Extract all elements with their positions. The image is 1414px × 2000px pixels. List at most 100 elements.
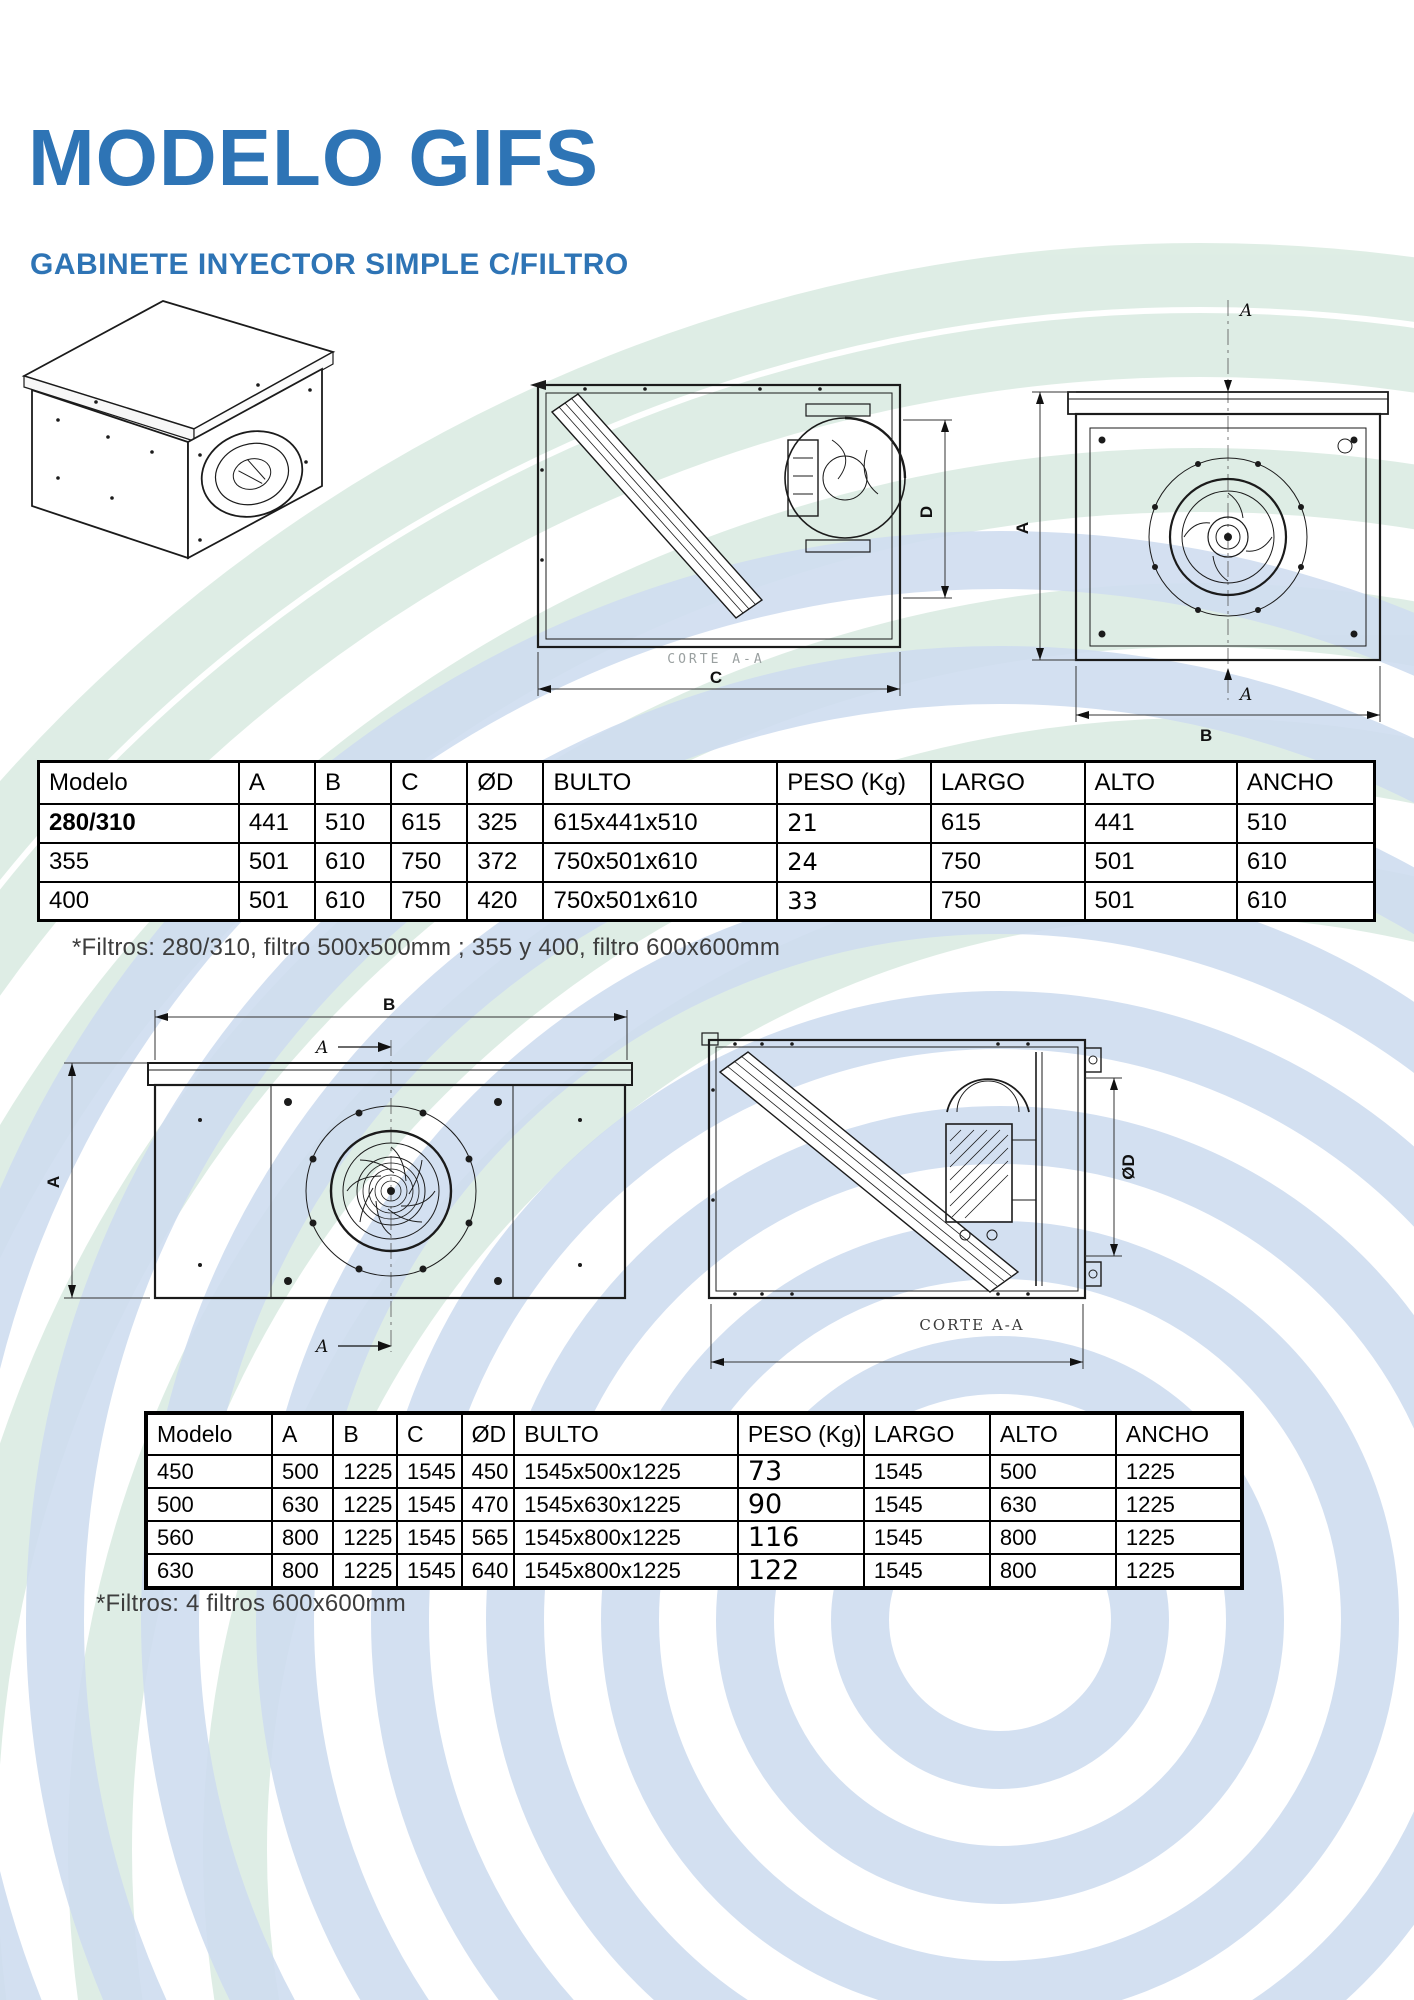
column-header: Modelo — [144, 1412, 274, 1456]
column-header: PESO (Kg) — [736, 1412, 865, 1456]
table-cell: 750x501x610 — [542, 880, 779, 922]
table-cell: 615 — [390, 802, 469, 844]
table-cell: 630 — [988, 1487, 1117, 1522]
table-cell: 610 — [314, 880, 393, 922]
table-cell: 1225 — [332, 1454, 398, 1489]
table-cell: 500 — [271, 1454, 335, 1489]
table-cell: 560 — [144, 1520, 274, 1555]
fan-circle — [305, 1105, 477, 1277]
rivet-dots — [711, 1042, 1030, 1296]
column-header: BULTO — [542, 760, 779, 805]
table-cell: 122 — [736, 1553, 865, 1589]
table-cell: 750 — [929, 880, 1086, 922]
table-cell: 501 — [237, 880, 317, 922]
table-cell: 1545 — [395, 1553, 463, 1589]
section-a-label: A — [1238, 685, 1252, 705]
table-cell: 1225 — [1114, 1520, 1244, 1555]
table-cell: 1545 — [862, 1553, 991, 1589]
page-title: MODELO GIFS — [28, 113, 599, 202]
dimension-a: A — [45, 1062, 150, 1299]
fan-assembly — [945, 1052, 1043, 1286]
column-header: A — [271, 1412, 335, 1456]
table-cell: 1545x500x1225 — [513, 1454, 739, 1489]
section-marker-top: A — [314, 1038, 392, 1058]
table-cell: 420 — [466, 880, 545, 922]
rivet-dots — [56, 383, 312, 542]
column-header: A — [237, 760, 317, 805]
dim-od-label: ØD — [1119, 1154, 1138, 1180]
table-cell: 325 — [466, 802, 545, 844]
table-cell: 90 — [736, 1487, 865, 1522]
bolt-dots — [198, 1098, 582, 1285]
table-cell: 372 — [466, 841, 545, 883]
table-cell: 630 — [144, 1553, 274, 1589]
table-cell: 1545 — [862, 1487, 991, 1522]
table-cell: 1545 — [862, 1454, 991, 1489]
column-header: ANCHO — [1235, 760, 1376, 805]
table-cell: 501 — [237, 841, 317, 883]
table-cell: 1545x800x1225 — [513, 1553, 739, 1589]
dim-b-label: B — [1200, 726, 1212, 745]
corte-aa-label: CORTE A-A — [919, 1316, 1024, 1334]
table-cell: 470 — [460, 1487, 516, 1522]
section-view-large-drawing: ØD CORTE A-A — [701, 1032, 1138, 1369]
table-cell: 500 — [988, 1454, 1117, 1489]
column-header: B — [332, 1412, 398, 1456]
filters-note-1: *Filtros: 280/310, filtro 500x500mm ; 35… — [72, 934, 781, 961]
table-cell: 73 — [736, 1454, 865, 1489]
table-cell: 355 — [37, 841, 240, 883]
dimension-d: D — [903, 419, 952, 599]
table-cell: 1545 — [395, 1454, 463, 1489]
table-cell: 800 — [988, 1553, 1117, 1589]
table-cell: 750 — [929, 841, 1086, 883]
dim-a-label: A — [1015, 522, 1032, 534]
table-cell: 510 — [314, 802, 393, 844]
rivet-dots — [540, 387, 822, 562]
fan-assembly — [784, 403, 907, 553]
column-header: C — [395, 1412, 463, 1456]
table-cell: 1545 — [395, 1487, 463, 1522]
page-subtitle: GABINETE INYECTOR SIMPLE C/FILTRO — [30, 248, 629, 281]
table-cell: 640 — [460, 1553, 516, 1589]
column-header: ØD — [460, 1412, 516, 1456]
table-cell: 615 — [929, 802, 1086, 844]
filter-band — [718, 1051, 1020, 1293]
table-cell: 800 — [988, 1520, 1117, 1555]
corte-aa-label: CORTE A-A — [667, 652, 764, 667]
column-header: LARGO — [862, 1412, 991, 1456]
table-cell: 21 — [776, 802, 932, 844]
front-view-small-drawing: A — [1015, 300, 1389, 745]
column-header: LARGO — [929, 760, 1086, 805]
dim-c-label: C — [710, 668, 722, 687]
table-cell: 280/310 — [37, 802, 240, 844]
table-cell: 630 — [271, 1487, 335, 1522]
table-cell: 1225 — [1114, 1553, 1244, 1589]
table-cell: 450 — [460, 1454, 516, 1489]
table-cell: 441 — [1083, 802, 1238, 844]
dim-a-label: A — [45, 1176, 63, 1188]
cabinet-front — [147, 1062, 633, 1300]
dimension-a: A — [1015, 391, 1076, 661]
dimension-c: C — [537, 652, 901, 696]
column-header: Modelo — [37, 760, 240, 805]
table-cell: 1225 — [1114, 1487, 1244, 1522]
table-cell: 1545 — [862, 1520, 991, 1555]
cabinet-front — [1067, 391, 1389, 662]
dim-d-label: D — [917, 506, 936, 518]
table-cell: 510 — [1235, 802, 1376, 844]
table-cell: 615x441x510 — [542, 802, 779, 844]
table-cell: 116 — [736, 1520, 865, 1555]
bolt-dots — [1098, 436, 1358, 638]
dimension-bottom — [710, 1304, 1084, 1369]
table-cell: 800 — [271, 1520, 335, 1555]
table-cell: 400 — [37, 880, 240, 922]
column-header: B — [314, 760, 393, 805]
table-cell: 750 — [390, 880, 469, 922]
